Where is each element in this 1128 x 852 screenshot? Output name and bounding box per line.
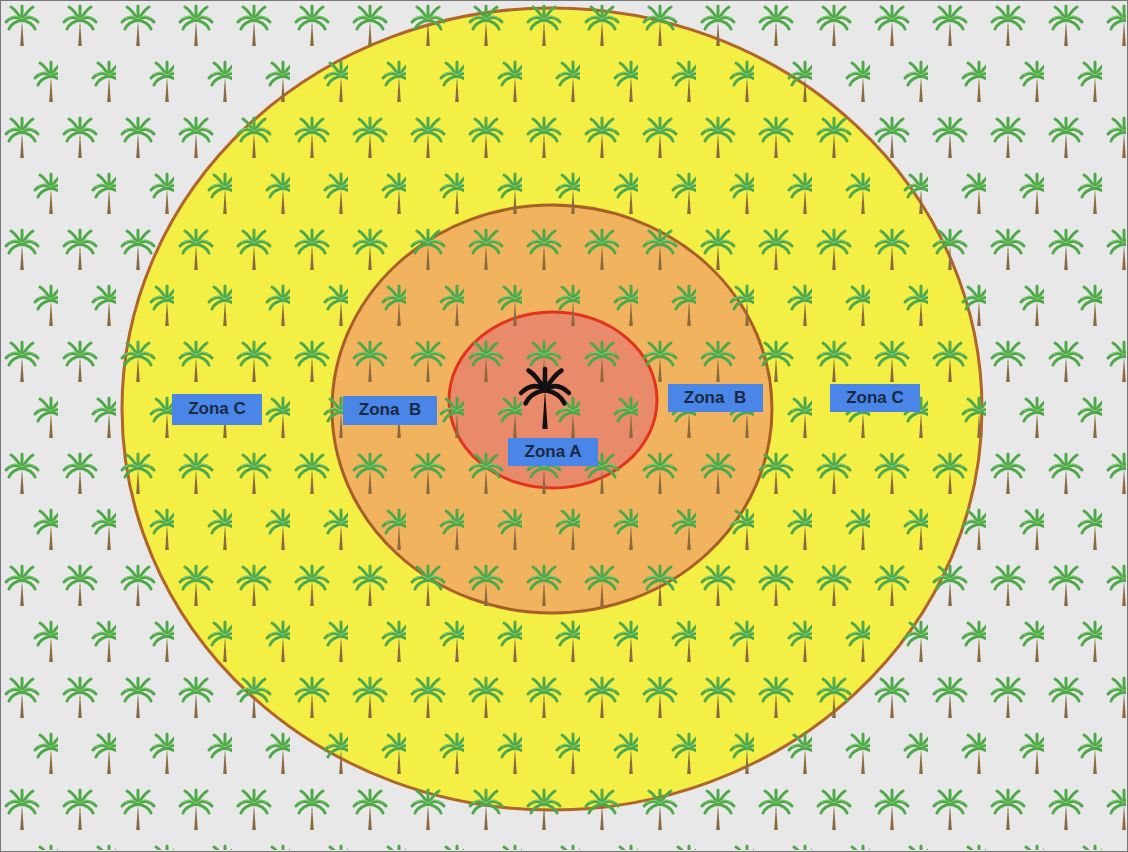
zone-label: Zona C [172,394,262,425]
zone-label: Zona C [830,384,920,412]
zone-name: Zona C [188,398,262,420]
zone-label: Zona A [508,438,598,466]
zone-name: Zona C [846,387,920,409]
zone-name: Zona B [359,399,437,421]
zone-name: Zona A [525,441,599,463]
zone-label: Zona B [343,396,437,425]
zone-label: Zona B [668,384,763,412]
infected-palm [521,369,569,429]
zone-name: Zona B [684,387,763,409]
